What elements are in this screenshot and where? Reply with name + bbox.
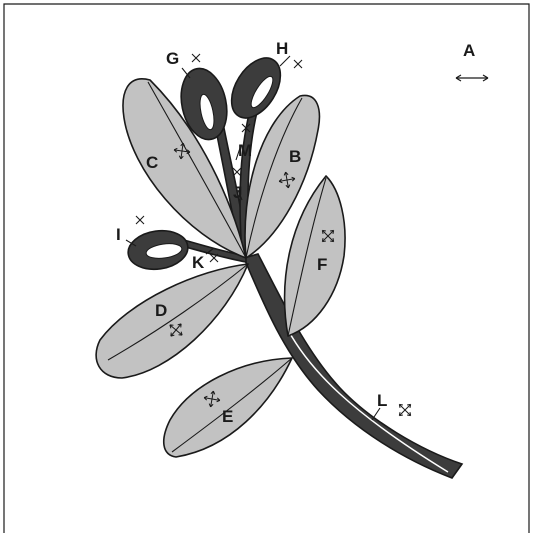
label-M: M [238, 141, 252, 160]
cross-marker-icon-G [192, 54, 200, 62]
label-H: H [276, 39, 288, 58]
label-E: E [222, 407, 233, 426]
label-J: J [233, 183, 242, 202]
label-L: L [377, 391, 387, 410]
label-I: I [116, 225, 121, 244]
cross-marker-icon-I [136, 216, 144, 224]
scale-arrow-icon [456, 75, 488, 81]
cross-marker-icon-H [294, 60, 302, 68]
leaf-D [96, 264, 248, 378]
label-D: D [155, 301, 167, 320]
label-G: G [166, 49, 179, 68]
four-way-arrow-icon-L [394, 399, 417, 422]
label-F: F [317, 255, 327, 274]
label-A: A [463, 41, 475, 60]
label-C: C [146, 153, 158, 172]
label-K: K [192, 253, 205, 272]
label-B: B [289, 147, 301, 166]
cross-marker-icon-J [233, 168, 241, 176]
